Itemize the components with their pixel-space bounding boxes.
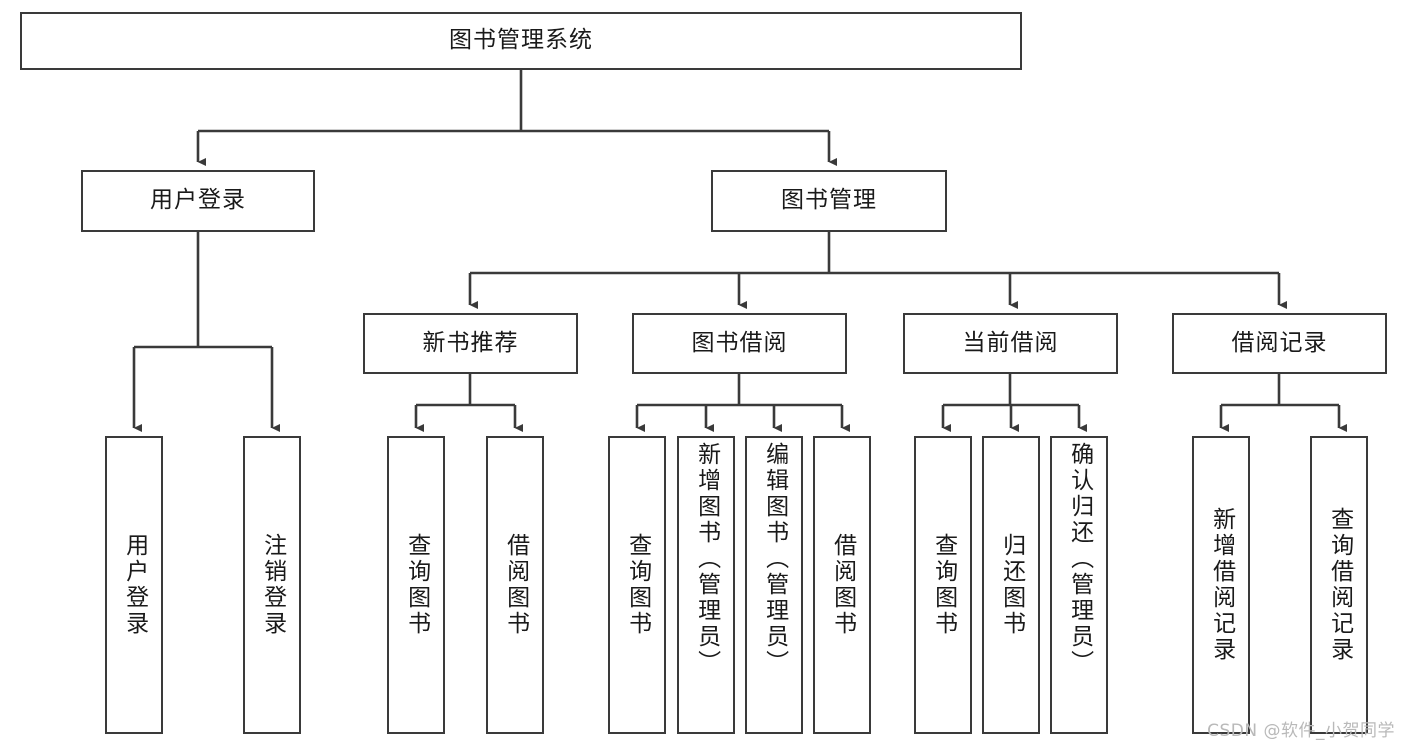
node-root[interactable]: 图书管理系统 [20,12,1022,70]
node-leaf-br-query[interactable]: 查询借阅记录 [1310,436,1368,734]
node-leaf-br-add[interactable]: 新增借阅记录 [1192,436,1250,734]
node-user-login[interactable]: 用户登录 [81,170,315,232]
node-label-book-borrow: 图书借阅 [691,329,788,356]
node-label-leaf-cb-confirm: 确认归还（管理员） [1066,442,1093,676]
node-label-leaf-user-login: 用户登录 [121,533,148,637]
node-label-leaf-rec-borrow: 借阅图书 [502,533,529,637]
node-leaf-cb-return[interactable]: 归还图书 [982,436,1040,734]
node-leaf-user-login[interactable]: 用户登录 [105,436,163,734]
node-leaf-user-logout[interactable]: 注销登录 [243,436,301,734]
node-book-borrow[interactable]: 图书借阅 [632,313,847,374]
node-label-new-book-rec: 新书推荐 [422,329,519,356]
node-leaf-rec-query[interactable]: 查询图书 [387,436,445,734]
node-borrow-record[interactable]: 借阅记录 [1172,313,1387,374]
node-leaf-cb-confirm[interactable]: 确认归还（管理员） [1050,436,1108,734]
node-label-leaf-br-add: 新增借阅记录 [1208,507,1235,663]
node-leaf-bb-edit[interactable]: 编辑图书（管理员） [745,436,803,734]
node-label-root: 图书管理系统 [449,27,593,54]
node-leaf-bb-add[interactable]: 新增图书（管理员） [677,436,735,734]
node-label-leaf-bb-query: 查询图书 [624,533,651,637]
node-label-leaf-rec-query: 查询图书 [403,533,430,637]
node-label-user-login: 用户登录 [150,187,246,214]
node-label-leaf-bb-add: 新增图书（管理员） [693,442,720,676]
node-leaf-cb-query[interactable]: 查询图书 [914,436,972,734]
node-label-leaf-br-query: 查询借阅记录 [1326,507,1353,663]
node-book-manage[interactable]: 图书管理 [711,170,947,232]
node-label-leaf-cb-query: 查询图书 [930,533,957,637]
node-leaf-bb-borrow[interactable]: 借阅图书 [813,436,871,734]
node-label-current-borrow: 当前借阅 [962,329,1059,356]
node-leaf-bb-query[interactable]: 查询图书 [608,436,666,734]
node-leaf-rec-borrow[interactable]: 借阅图书 [486,436,544,734]
node-new-book-rec[interactable]: 新书推荐 [363,313,578,374]
node-label-leaf-bb-edit: 编辑图书（管理员） [761,442,788,676]
node-label-leaf-cb-return: 归还图书 [998,533,1025,637]
node-label-borrow-record: 借阅记录 [1231,329,1328,356]
node-label-book-manage: 图书管理 [781,187,877,214]
csdn-watermark: CSDN @软件_小贺同学 [1207,721,1395,741]
node-label-leaf-bb-borrow: 借阅图书 [829,533,856,637]
node-current-borrow[interactable]: 当前借阅 [903,313,1118,374]
node-label-leaf-user-logout: 注销登录 [259,533,286,637]
